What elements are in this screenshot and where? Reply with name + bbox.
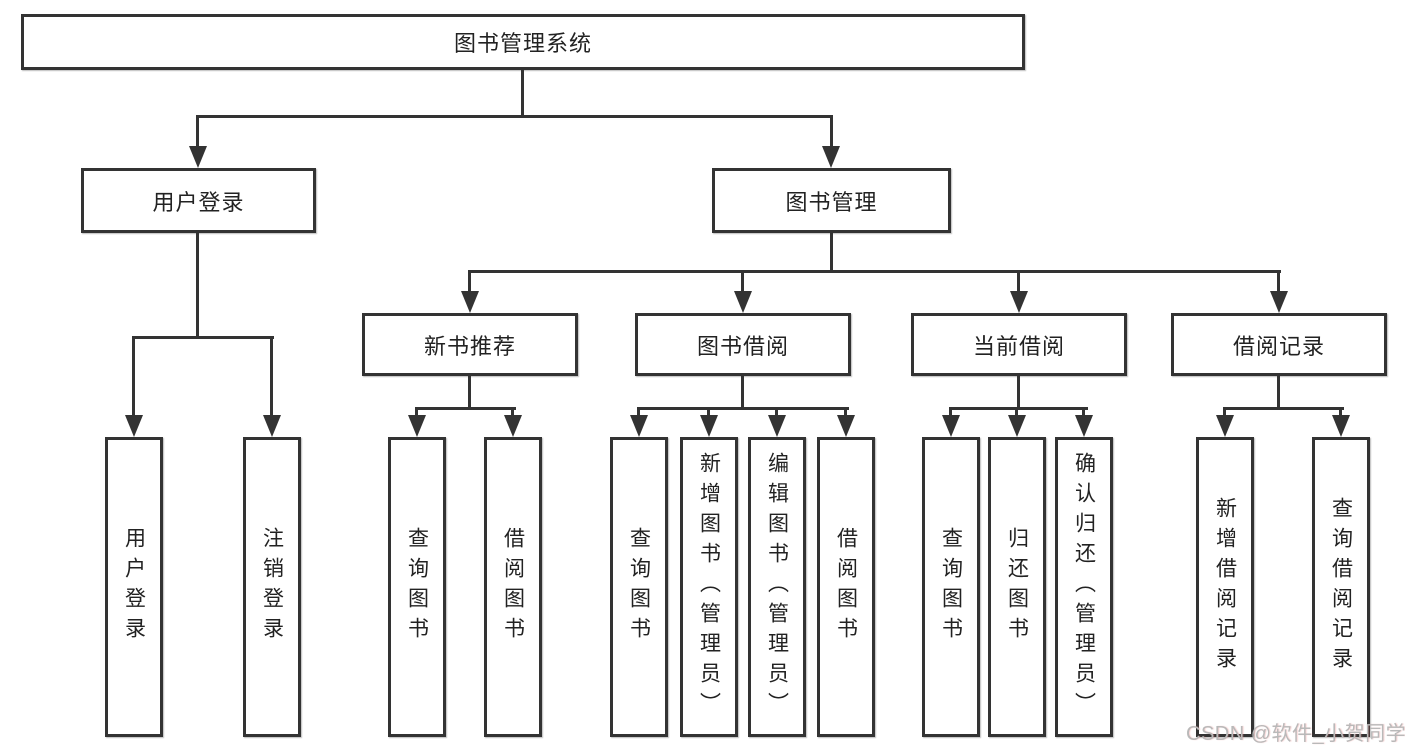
connector	[775, 407, 778, 415]
arrowhead	[942, 415, 960, 437]
node-new-book-recommend: 新书推荐	[362, 313, 578, 376]
node-user-login: 用户登录	[81, 168, 316, 233]
leaf-borrow-book-borrowing: 借阅图书	[817, 437, 875, 737]
leaf-query-book-recommend: 查询图书	[388, 437, 446, 737]
leaf-query-book-current: 查询图书	[922, 437, 980, 737]
arrowhead	[700, 415, 718, 437]
arrowhead	[630, 415, 648, 437]
connector	[415, 407, 516, 410]
leaf-user-login: 用户登录	[105, 437, 163, 737]
leaf-add-book-admin: 新增图书（管理员）	[680, 437, 738, 737]
arrowhead	[822, 146, 840, 168]
arrowhead	[1270, 291, 1288, 313]
leaf-query-borrow-record: 查询借阅记录	[1312, 437, 1370, 737]
connector	[741, 270, 744, 291]
connector	[1223, 407, 1344, 410]
node-book-management: 图书管理	[712, 168, 951, 233]
leaf-return-book: 归还图书	[988, 437, 1046, 737]
connector	[468, 376, 471, 410]
arrowhead	[189, 146, 207, 168]
connector	[1015, 407, 1018, 415]
arrowhead	[837, 415, 855, 437]
connector	[270, 336, 273, 415]
connector	[1223, 407, 1226, 415]
node-book-borrowing: 图书借阅	[635, 313, 851, 376]
connector	[1339, 407, 1342, 415]
connector	[1017, 376, 1020, 410]
arrowhead	[1216, 415, 1234, 437]
leaf-edit-book-admin: 编辑图书（管理员）	[748, 437, 806, 737]
connector	[415, 407, 418, 415]
connector	[196, 233, 199, 339]
connector	[1277, 376, 1280, 410]
connector	[949, 407, 952, 415]
connector	[637, 407, 849, 410]
connector	[521, 70, 524, 117]
connector	[1277, 270, 1280, 291]
node-current-borrowing: 当前借阅	[911, 313, 1127, 376]
node-borrowing-records: 借阅记录	[1171, 313, 1387, 376]
connector	[844, 407, 847, 415]
connector	[1082, 407, 1085, 415]
connector	[707, 407, 710, 415]
arrowhead	[263, 415, 281, 437]
connector	[197, 115, 833, 118]
arrowhead	[1010, 291, 1028, 313]
leaf-logout: 注销登录	[243, 437, 301, 737]
arrowhead	[125, 415, 143, 437]
connector	[830, 233, 833, 273]
connector	[468, 270, 471, 291]
csdn-watermark: CSDN @软件_小贺同学	[1186, 723, 1405, 745]
node-library-management-system: 图书管理系统	[21, 14, 1025, 70]
connector	[511, 407, 514, 415]
arrowhead	[768, 415, 786, 437]
connector	[741, 376, 744, 410]
connector	[1017, 270, 1020, 291]
connector	[830, 115, 833, 146]
arrowhead	[408, 415, 426, 437]
connector	[949, 407, 1088, 410]
arrowhead	[1008, 415, 1026, 437]
leaf-confirm-return-admin: 确认归还（管理员）	[1055, 437, 1113, 737]
arrowhead	[504, 415, 522, 437]
leaf-add-borrow-record: 新增借阅记录	[1196, 437, 1254, 737]
leaf-borrow-book-recommend: 借阅图书	[484, 437, 542, 737]
arrowhead	[1075, 415, 1093, 437]
connector	[196, 115, 199, 146]
leaf-query-book-borrowing: 查询图书	[610, 437, 668, 737]
connector	[637, 407, 640, 415]
connector	[468, 270, 1281, 273]
connector	[132, 336, 274, 339]
connector	[132, 336, 135, 415]
arrowhead	[1332, 415, 1350, 437]
arrowhead	[461, 291, 479, 313]
arrowhead	[734, 291, 752, 313]
